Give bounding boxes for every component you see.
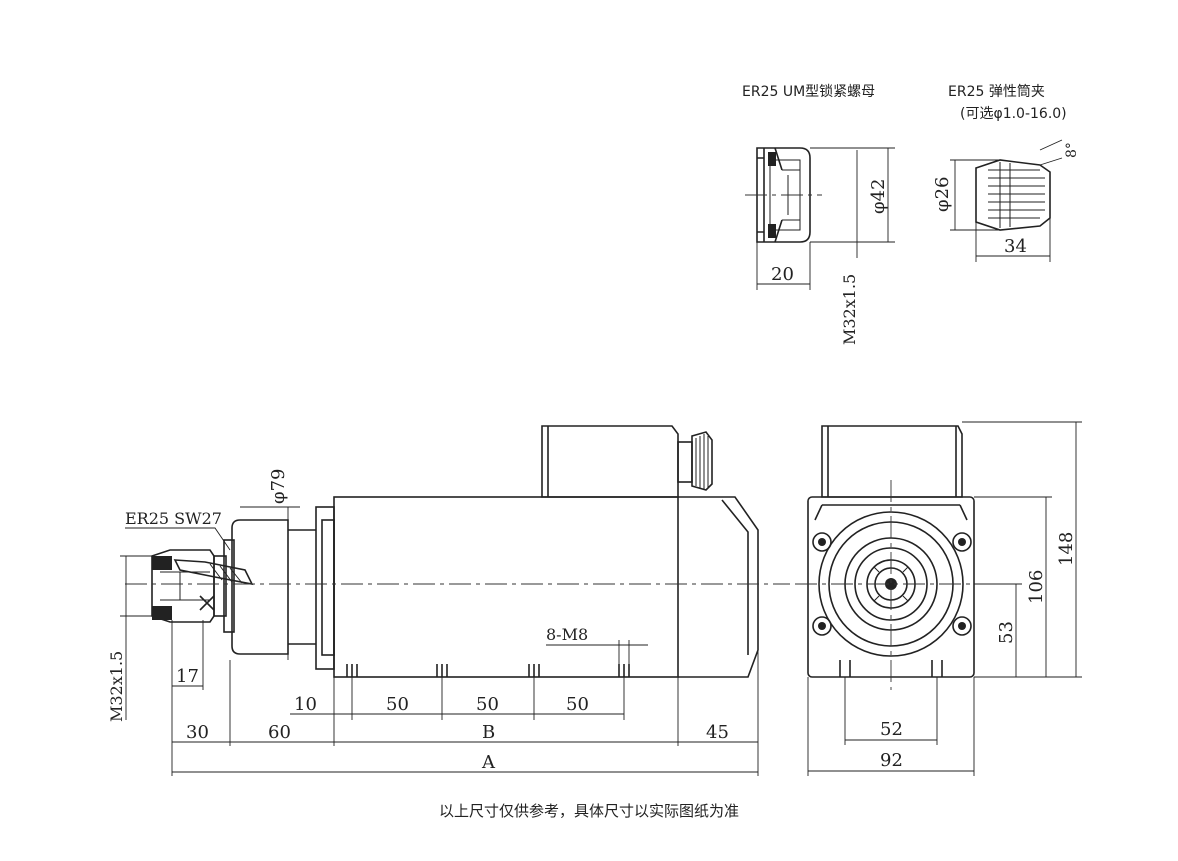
thread-side-label: M32x1.5: [107, 651, 126, 722]
nut-length-label: 20: [771, 264, 794, 285]
nut-dia-label: φ42: [868, 178, 889, 214]
spindle-side-view: φ79 ER25 SW27 M32x1.5 17 10 50 50 50 8-M…: [107, 425, 790, 776]
dim-50b-label: 50: [476, 694, 499, 715]
collet-dia-label: φ26: [932, 176, 953, 212]
dim-30-label: 30: [186, 722, 209, 743]
dim-45-label: 45: [706, 722, 729, 743]
dim-17-label: 17: [176, 666, 199, 687]
end-106-label: 106: [1026, 570, 1047, 604]
holes-label: 8-M8: [546, 625, 588, 644]
dim-A-label: A: [481, 752, 496, 773]
mount-hole-marks: [346, 664, 630, 677]
collet-title: ER25 弹性筒夹: [948, 83, 1045, 100]
collet-option: (可选φ1.0-16.0): [960, 106, 1067, 122]
disclaimer-note: 以上尺寸仅供参考，具体尺寸以实际图纸为准: [438, 802, 739, 820]
dim-60-label: 60: [268, 722, 291, 743]
er25-collet-detail: ER25 弹性筒夹 (可选φ1.0-16.0) φ26 34 8°: [932, 83, 1080, 262]
end-148-label: 148: [1056, 532, 1077, 566]
nut-thread-label: M32x1.5: [840, 274, 859, 345]
dim-50c-label: 50: [566, 694, 589, 715]
nut-title: ER25 UM型锁紧螺母: [742, 84, 875, 100]
dim-50a-label: 50: [386, 694, 409, 715]
end-52-label: 52: [880, 719, 903, 740]
end-92-label: 92: [880, 750, 903, 771]
dim-B-label: B: [482, 722, 495, 743]
collet-angle-label: 8°: [1064, 142, 1080, 158]
er25-nut-detail: ER25 UM型锁紧螺母 φ42 20 M32x1.5: [742, 84, 895, 345]
er-sw-label: ER25 SW27: [125, 509, 222, 528]
dim-10-label: 10: [294, 694, 317, 715]
collet-length-label: 34: [1004, 236, 1027, 257]
spindle-end-view: 52 92 53 106 148: [795, 421, 1082, 776]
end-53-label: 53: [996, 621, 1017, 644]
spindle-dia-label: φ79: [268, 468, 289, 504]
